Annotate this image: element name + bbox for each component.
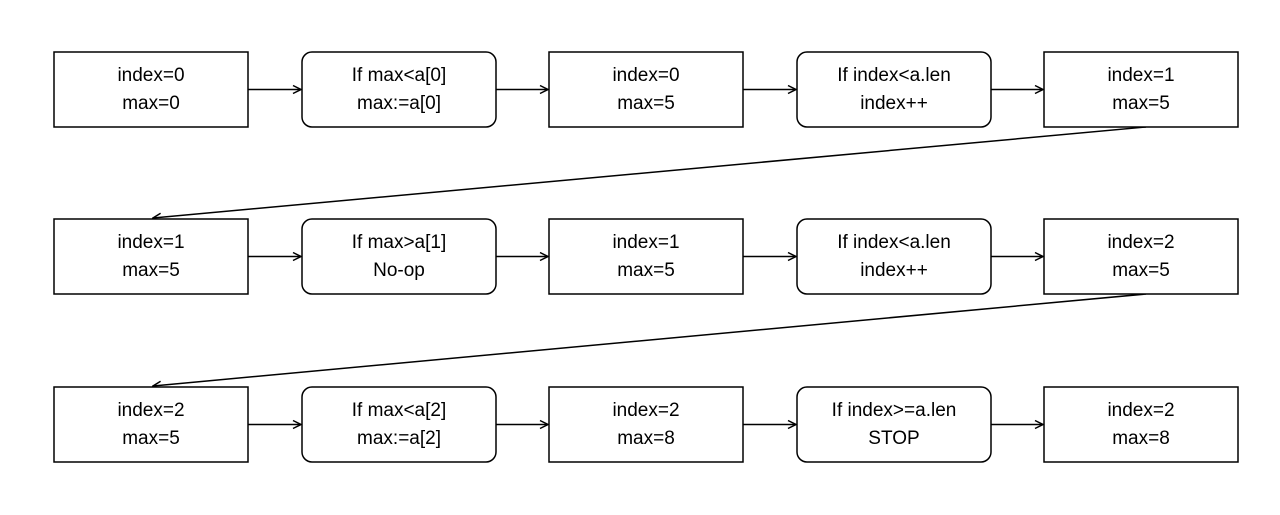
box-line-top: index=2 [1107,232,1174,253]
box-line-bottom: index++ [860,260,928,281]
box-line-bottom: max=5 [1112,93,1170,114]
box-line-top: index=2 [612,400,679,421]
box-line-top: index=0 [117,65,184,86]
box-line-top: If max<a[0] [352,65,447,86]
action-box-shape [301,51,497,128]
state-box-shape [548,386,744,463]
box-line-bottom: STOP [868,428,919,449]
box-line-top: If max<a[2] [352,400,447,421]
box-line-bottom: max=5 [1112,260,1170,281]
state-box-r2-c5: index=2 max=5 [1043,218,1239,295]
box-line-bottom: max=0 [122,93,180,114]
box-line-top: index=2 [1107,400,1174,421]
state-box-r1-c1: index=0 max=0 [53,51,249,128]
state-box-shape [1043,51,1239,128]
box-line-bottom: max=8 [617,428,675,449]
box-line-bottom: max=8 [1112,428,1170,449]
box-line-bottom: index++ [860,93,928,114]
state-box-shape [53,51,249,128]
state-box-shape [548,51,744,128]
box-line-top: index=1 [612,232,679,253]
box-line-bottom: max=5 [122,428,180,449]
box-line-top: If max>a[1] [352,232,447,253]
state-box-r3-c5: index=2 max=8 [1043,386,1239,463]
state-box-shape [53,218,249,295]
state-box-r2-c1: index=1 max=5 [53,218,249,295]
box-line-top: index=0 [612,65,679,86]
action-box-r3-c2: If max<a[2] max:=a[2] [301,386,497,463]
wrap-arrow-row2-to-row3 [153,293,1147,386]
wrap-arrow-row1-to-row2 [153,126,1147,218]
box-line-top: If index<a.len [837,65,951,86]
box-line-bottom: No-op [373,260,425,281]
box-line-top: index=2 [117,400,184,421]
box-line-bottom: max=5 [617,260,675,281]
state-box-r3-c1: index=2 max=5 [53,386,249,463]
state-box-shape [1043,386,1239,463]
state-box-r1-c3: index=0 max=5 [548,51,744,128]
state-box-r2-c3: index=1 max=5 [548,218,744,295]
box-line-bottom: max:=a[2] [357,428,441,449]
box-line-top: If index>=a.len [832,400,957,421]
edges-layer [153,90,1147,425]
nodes-layer: index=0 max=0 If max<a[0] max:=a[0] index=0 m… [53,51,1239,463]
box-line-top: index=1 [117,232,184,253]
action-box-r1-c2: If max<a[0] max:=a[0] [301,51,497,128]
action-box-r1-c4: If index<a.len index++ [796,51,992,128]
action-box-shape [796,218,992,295]
box-line-top: index=1 [1107,65,1174,86]
action-box-r2-c4: If index<a.len index++ [796,218,992,295]
state-box-shape [53,386,249,463]
action-box-r2-c2: If max>a[1] No-op [301,218,497,295]
state-box-shape [548,218,744,295]
box-line-bottom: max=5 [617,93,675,114]
state-box-r3-c3: index=2 max=8 [548,386,744,463]
state-box-shape [1043,218,1239,295]
action-box-shape [301,218,497,295]
state-box-r1-c5: index=1 max=5 [1043,51,1239,128]
action-box-shape [796,51,992,128]
box-line-bottom: max=5 [122,260,180,281]
box-line-top: If index<a.len [837,232,951,253]
box-line-bottom: max:=a[0] [357,93,441,114]
action-box-shape [796,386,992,463]
action-box-shape [301,386,497,463]
